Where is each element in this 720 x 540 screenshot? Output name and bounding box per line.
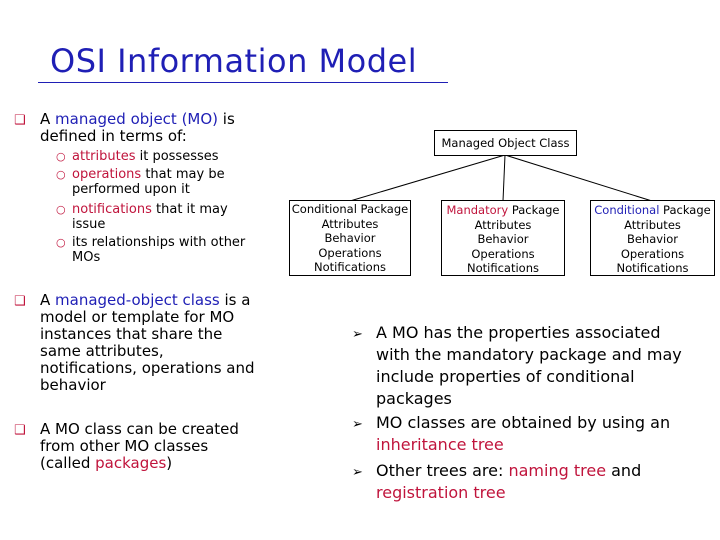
page-title: OSI Information Model xyxy=(50,42,418,80)
right-bullet-inheritance: MO classes are obtained by using an inhe… xyxy=(376,413,671,454)
arrow-bullet-icon: ➢ xyxy=(352,327,363,342)
sub-bullet-operations: operations that may be performed upon it xyxy=(72,167,225,197)
left-bullet-mo-definition: A managed object (MO) is defined in term… xyxy=(40,110,235,145)
arrow-bullet-icon: ➢ xyxy=(352,465,363,480)
sub-bullet-relationships: its relationships with other MOs xyxy=(72,235,246,265)
checkbox-bullet-icon: ❑ xyxy=(14,294,26,309)
connector-line xyxy=(349,154,506,202)
checkbox-bullet-icon: ❑ xyxy=(14,113,26,128)
package-heading: Conditional Package xyxy=(291,202,409,216)
sub-bullet-notifications: notifications that it may issue xyxy=(72,202,228,232)
checkbox-bullet-icon: ❑ xyxy=(14,423,26,438)
circle-bullet-icon: ○ xyxy=(56,203,66,216)
circle-bullet-icon: ○ xyxy=(56,236,66,249)
conditional-package-box-1: Conditional Package Attributes Behavior … xyxy=(289,200,411,276)
sub-bullet-attributes: attributes it possesses xyxy=(72,149,219,164)
arrow-bullet-icon: ➢ xyxy=(352,417,363,432)
package-heading: Conditional Package xyxy=(594,203,711,217)
left-bullet-packages: A MO class can be created from other MO … xyxy=(40,420,239,472)
connector-line xyxy=(504,154,653,202)
managed-object-class-box: Managed Object Class xyxy=(434,130,577,156)
mandatory-package-box: Mandatory Package Attributes Behavior Op… xyxy=(441,200,565,276)
circle-bullet-icon: ○ xyxy=(56,150,66,163)
right-bullet-other-trees: Other trees are: naming tree and registr… xyxy=(376,461,642,502)
connector-line xyxy=(502,154,506,202)
left-bullet-mo-class: A managed-object class is a model or tem… xyxy=(40,291,255,394)
package-heading: Mandatory Package xyxy=(446,203,560,217)
right-bullet-mo-properties: A MO has the properties associated with … xyxy=(376,323,682,408)
conditional-package-box-2: Conditional Package Attributes Behavior … xyxy=(590,200,715,276)
title-underline xyxy=(38,82,448,83)
circle-bullet-icon: ○ xyxy=(56,168,66,181)
